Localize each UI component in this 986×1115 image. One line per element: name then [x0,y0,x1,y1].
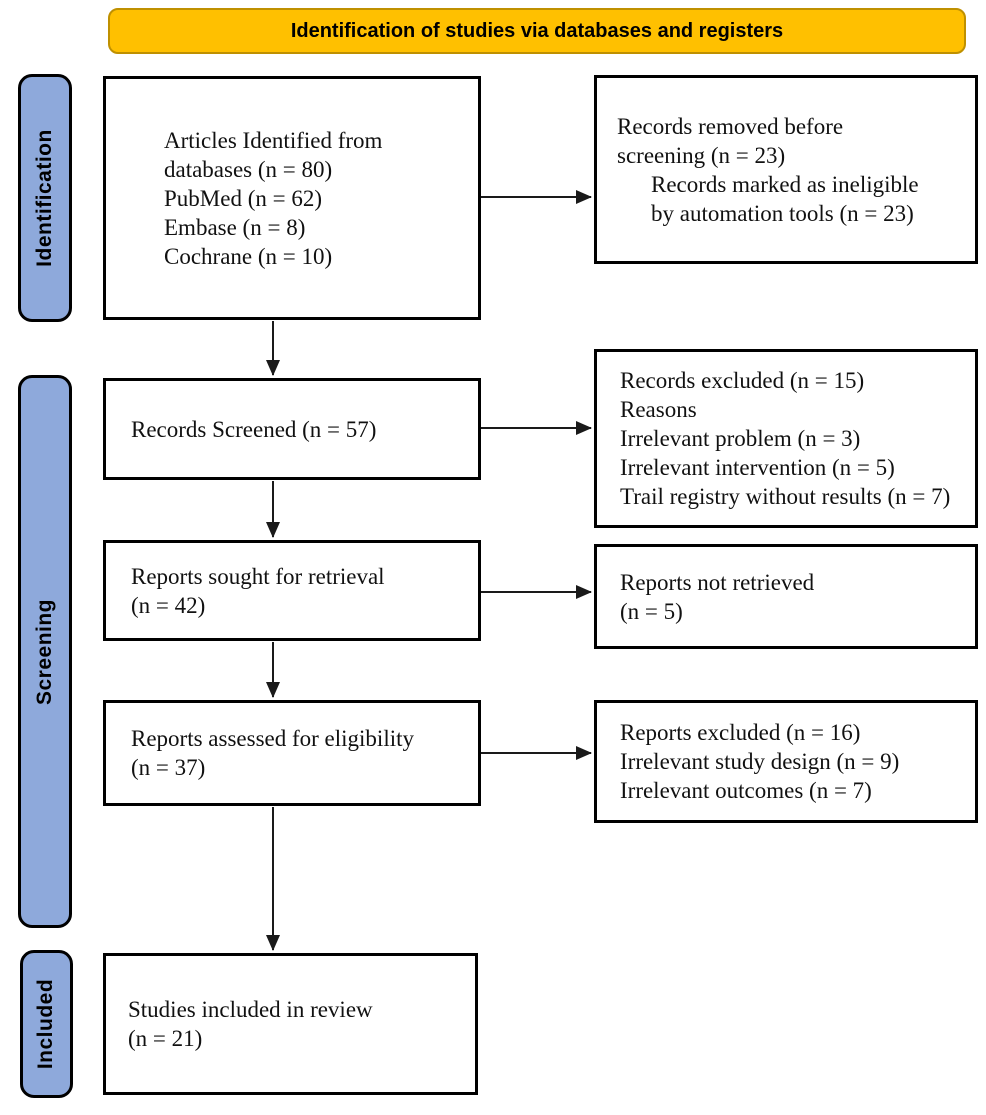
box-text-line: Records marked as ineligible [651,171,919,197]
box-text-line: Reasons [620,397,697,422]
box-text-line: (n = 5) [620,598,683,624]
phase-label-screening: Screening [18,375,72,928]
diagram-title-banner: Identification of studies via databases … [108,8,966,54]
box-text-line: Reports excluded (n = 16) [620,720,861,745]
box-reports-sought: Reports sought for retrieval (n = 42) [103,540,481,641]
phase-label-identification: Identification [18,74,72,322]
box-reports-not-retrieved: Reports not retrieved (n = 5) [594,544,978,649]
box-text-line: Irrelevant study design (n = 9) [620,749,900,774]
box-text-line: (n = 37) [131,755,206,780]
diagram-title: Identification of studies via databases … [290,19,784,42]
box-text-line: PubMed (n = 62) [164,185,322,211]
phase-label-included-text: Included [34,978,58,1070]
box-text-line: by automation tools (n = 23) [651,200,914,226]
box-reports-excluded: Reports excluded (n = 16) Irrelevant stu… [594,700,978,823]
box-text-line: Reports assessed for eligibility [131,726,414,751]
box-text-line: databases (n = 80) [164,156,333,182]
box-text-line: (n = 42) [131,592,206,618]
phase-label-included: Included [20,950,73,1098]
box-text-line: Records removed before [617,113,844,139]
box-records-removed: Records removed before screening (n = 23… [594,75,978,264]
box-text-line: Irrelevant problem (n = 3) [620,426,861,451]
box-text-line: Studies included in review [128,997,373,1022]
box-articles-identified: Articles Identified from databases (n = … [103,76,481,320]
box-text-line: Irrelevant outcomes (n = 7) [620,778,872,803]
box-text-line: Reports not retrieved [620,569,815,595]
box-text-line: Cochrane (n = 10) [164,243,333,269]
box-text-line: screening (n = 23) [617,142,786,168]
box-studies-included: Studies included in review (n = 21) [103,953,478,1095]
box-text-line: (n = 21) [128,1026,203,1051]
phase-label-identification-text: Identification [33,129,57,267]
box-text-line: Embase (n = 8) [164,214,306,240]
box-text-line: Records Screened (n = 57) [131,416,377,442]
box-text-line: Reports sought for retrieval [131,563,385,589]
box-text-line: Trail registry without results (n = 7) [620,484,951,509]
phase-label-screening-text: Screening [33,598,57,705]
box-text-line: Irrelevant intervention (n = 5) [620,455,895,480]
box-records-excluded: Records excluded (n = 15) Reasons Irrele… [594,349,978,528]
box-text-line: Records excluded (n = 15) [620,368,865,393]
box-records-screened: Records Screened (n = 57) [103,378,481,480]
box-reports-assessed: Reports assessed for eligibility (n = 37… [103,700,481,806]
box-text-line: Articles Identified from [164,127,383,153]
